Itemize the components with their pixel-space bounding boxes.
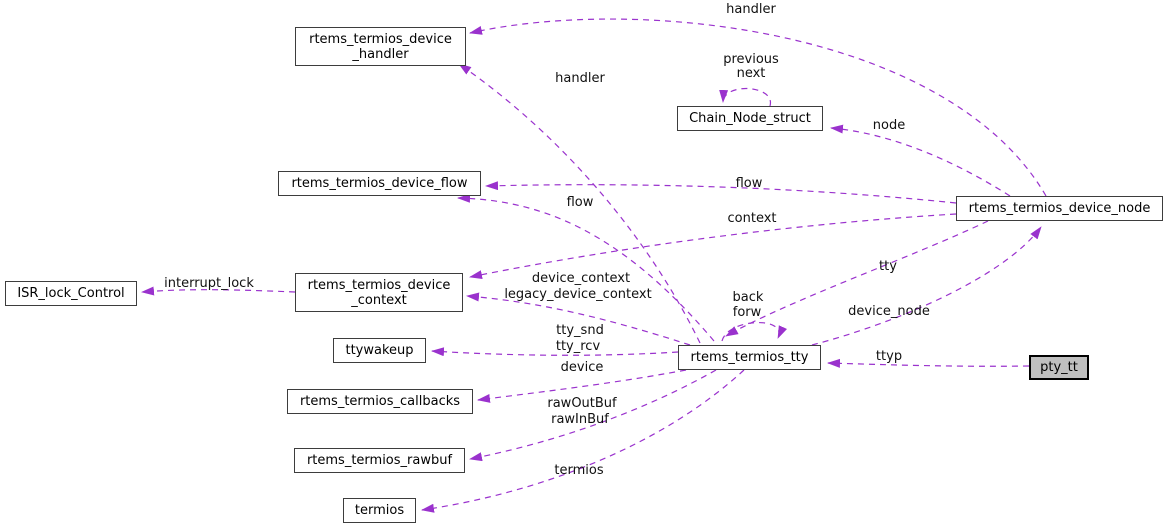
- edge-label-flow-left: flow: [566, 195, 594, 210]
- node-rtems-termios-rawbuf[interactable]: rtems_termios_rawbuf: [294, 448, 465, 473]
- edge-device: [477, 369, 687, 403]
- edge-label-previous: previous: [723, 52, 779, 67]
- edge-label-rawinbuf: rawInBuf: [551, 412, 609, 427]
- edge-label-legacy-device-context: legacy_device_context: [504, 287, 652, 302]
- node-rtems-termios-device-context[interactable]: rtems_termios_device _context: [295, 273, 463, 312]
- node-rtems-termios-device-node[interactable]: rtems_termios_device_node: [956, 196, 1163, 221]
- edge-interrupt-lock: [141, 286, 296, 296]
- edge-label-tty: tty: [879, 259, 897, 274]
- edge-label-handler-top: handler: [726, 2, 776, 17]
- edge-chain-node-self-loop: [719, 88, 771, 107]
- edge-node: [830, 124, 1011, 197]
- edge-ttyp: [827, 358, 1030, 368]
- node-pty-tt: pty_tt: [1029, 355, 1089, 380]
- edge-label-device-node: device_node: [848, 304, 930, 319]
- edge-label-context: context: [727, 211, 777, 226]
- edge-device-context-from-tty: [466, 292, 691, 346]
- edge-label-device-context: device_context: [531, 271, 631, 286]
- node-rtems-termios-callbacks[interactable]: rtems_termios_callbacks: [287, 389, 473, 414]
- edge-label-rawoutbuf: rawOutBuf: [547, 396, 617, 411]
- edge-label-flow-right: flow: [735, 176, 763, 191]
- edge-handler-from-device-node: [469, 18, 1047, 197]
- edge-label-termios: termios: [554, 463, 604, 478]
- edge-label-forw: forw: [732, 305, 762, 320]
- node-rtems-termios-tty[interactable]: rtems_termios_tty: [678, 345, 821, 370]
- edge-label-handler-mid: handler: [555, 71, 605, 86]
- node-rtems-termios-device-handler[interactable]: rtems_termios_device _handler: [295, 27, 466, 66]
- edge-label-tty-rcv: tty_rcv: [555, 339, 601, 354]
- edge-label-device: device: [560, 360, 604, 375]
- edge-flow-from-device-node: [485, 181, 957, 204]
- edge-label-ttyp: ttyp: [875, 349, 903, 364]
- edge-device-node-from-tty: [811, 226, 1042, 346]
- edge-label-back: back: [732, 290, 764, 305]
- edge-tty-self-loop: [721, 321, 788, 342]
- edge-label-next: next: [736, 66, 766, 81]
- edge-handler-from-tty: [458, 63, 701, 344]
- edge-ttywakeup: [431, 347, 679, 357]
- edge-label-tty-snd: tty_snd: [556, 323, 604, 338]
- node-isr-lock-control[interactable]: ISR_lock_Control: [5, 281, 137, 306]
- edge-label-interrupt-lock: interrupt_lock: [164, 276, 254, 291]
- node-termios[interactable]: termios: [343, 498, 416, 523]
- edge-label-node: node: [872, 118, 906, 133]
- edge-context-from-device-node: [469, 213, 957, 280]
- edge-flow-from-tty: [457, 193, 715, 342]
- edge-tty-from-device-node: [725, 220, 989, 337]
- node-rtems-termios-device-flow[interactable]: rtems_termios_device_flow: [278, 171, 481, 196]
- node-ttywakeup[interactable]: ttywakeup: [333, 338, 426, 363]
- edge-rawbuf: [469, 369, 717, 462]
- node-chain-node-struct[interactable]: Chain_Node_struct: [677, 106, 823, 131]
